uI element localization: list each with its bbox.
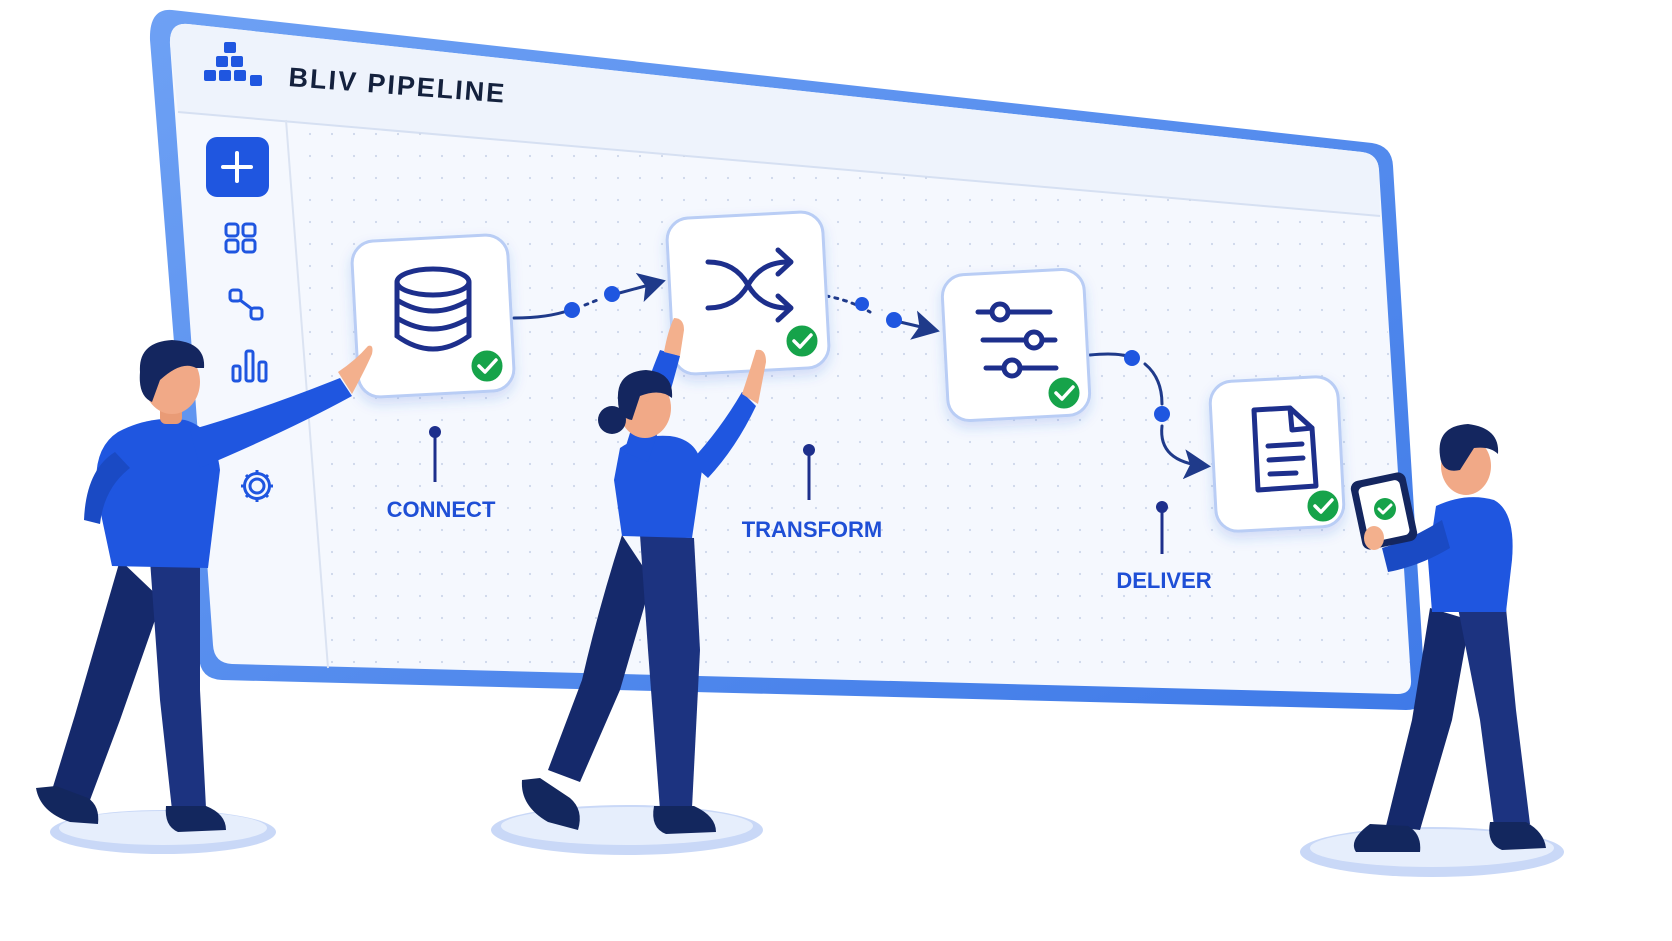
plus-icon — [221, 151, 253, 183]
connector-dots — [564, 286, 1170, 422]
person-with-tablet — [1300, 424, 1564, 877]
node-transform-status-check-icon — [783, 322, 821, 360]
gear-icon — [241, 470, 273, 502]
node-filter-status-check-icon — [1045, 374, 1083, 412]
stage-label-transform-text: TRANSFORM — [742, 517, 883, 542]
stage-label-connect: CONNECT — [387, 426, 496, 522]
sidebar-item-chart[interactable] — [231, 349, 268, 383]
stage-label-transform: TRANSFORM — [742, 444, 883, 542]
stacked-blocks-logo — [204, 42, 262, 86]
database-icon — [394, 266, 472, 352]
person-pointing — [36, 340, 373, 854]
canvas-grid — [290, 122, 1411, 680]
stage-label-deliver: DELIVER — [1116, 501, 1212, 593]
stage-label-connect-text: CONNECT — [387, 497, 496, 522]
sidebar-item-add[interactable] — [206, 137, 269, 197]
sidebar-item-settings[interactable] — [241, 470, 273, 502]
sidebar — [206, 137, 273, 502]
sidebar-item-flow[interactable] — [228, 288, 264, 321]
stage-label-deliver-text: DELIVER — [1116, 568, 1211, 593]
flow-nodes-icon — [228, 288, 264, 321]
sidebar-item-grid[interactable] — [224, 222, 257, 254]
node-connect-status-check-icon — [468, 347, 506, 385]
grid-icon — [224, 222, 257, 254]
document-icon — [1251, 405, 1319, 493]
sliders-icon — [975, 301, 1059, 379]
shuffle-icon — [705, 247, 794, 323]
bar-chart-icon — [231, 349, 268, 383]
node-deliver-status-check-icon — [1304, 487, 1342, 525]
pipeline-connectors — [512, 273, 1211, 480]
person-reaching — [491, 318, 766, 855]
